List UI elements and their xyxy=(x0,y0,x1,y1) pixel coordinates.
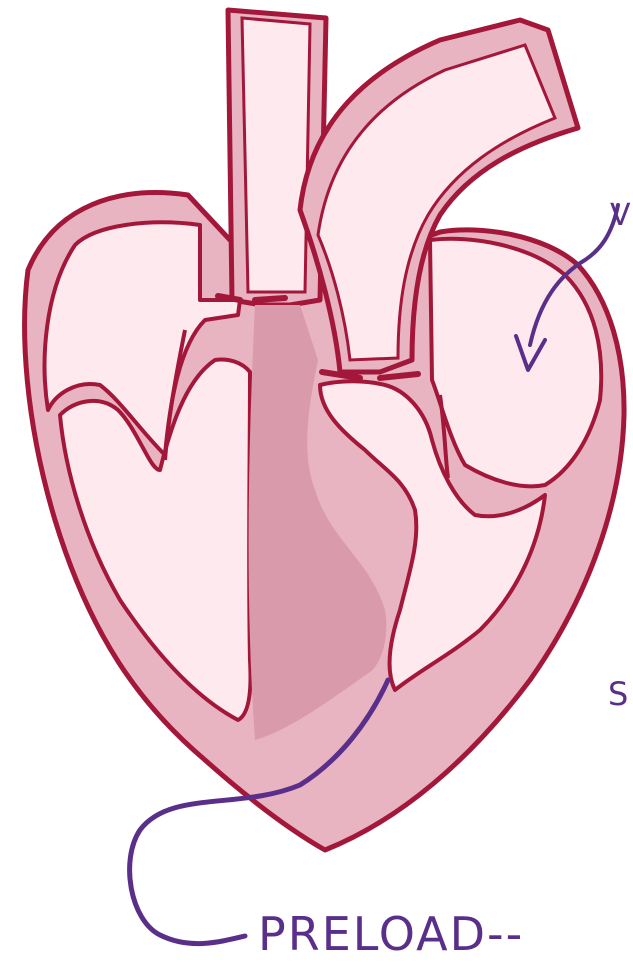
preload-label: PRELOAD-- xyxy=(258,907,524,961)
top-edge-glyph: V xyxy=(610,198,633,233)
vena-cava-lumen xyxy=(242,18,310,292)
right-edge-glyph: S xyxy=(608,675,630,713)
